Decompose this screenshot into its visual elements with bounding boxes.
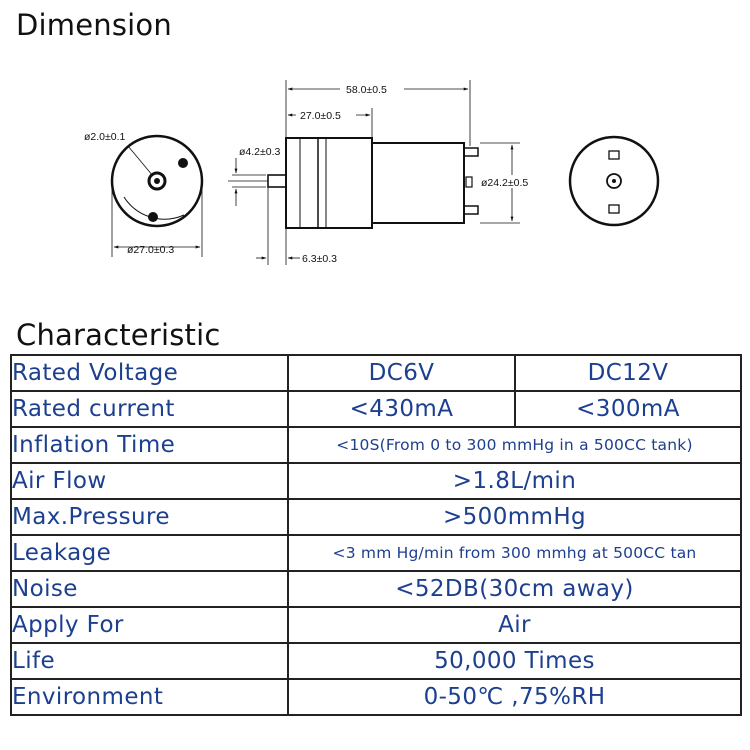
front-shaft-diameter-label: ø2.0±0.1 <box>84 131 126 143</box>
front-view: ø2.0±0.1 ø27.0±0.3 <box>84 131 204 257</box>
front-shaft-hole <box>154 178 160 184</box>
table-row: Rated Voltage DC6V DC12V <box>10 354 742 392</box>
row-label: Inflation Time <box>10 426 289 464</box>
terminal-bottom <box>463 205 479 215</box>
row-value: 50,000 Times <box>287 642 742 680</box>
rear-body-circle <box>568 135 660 227</box>
table-row: Environment 0-50℃ ,75%RH <box>10 678 742 716</box>
front-shaft-ring <box>147 171 167 191</box>
table-row: Inflation Time <10S(From 0 to 300 mmHg i… <box>10 426 742 464</box>
row-value: <52DB(30cm away) <box>287 570 742 608</box>
row-value: 0-50℃ ,75%RH <box>287 678 742 716</box>
side-gearbox <box>285 137 373 229</box>
row-value: >1.8L/min <box>287 462 742 500</box>
table-row: Rated current <430mA <300mA <box>10 390 742 428</box>
table-row: Air Flow >1.8L/min <box>10 462 742 500</box>
row-value: DC6V <box>287 354 516 392</box>
row-label: Leakage <box>10 534 289 572</box>
front-screw-top <box>178 158 188 168</box>
row-label: Rated Voltage <box>10 354 289 392</box>
side-shaft <box>267 174 287 188</box>
row-value: >500mmHg <box>287 498 742 536</box>
row-label: Air Flow <box>10 462 289 500</box>
characteristic-table: Rated Voltage DC6V DC12V Rated current <… <box>10 354 742 716</box>
row-value: <300mA <box>514 390 742 428</box>
row-label: Environment <box>10 678 289 716</box>
table-row: Life 50,000 Times <box>10 642 742 680</box>
rear-terminal-top <box>608 150 620 160</box>
row-label: Apply For <box>10 606 289 644</box>
table-row: Noise <52DB(30cm away) <box>10 570 742 608</box>
row-label: Max.Pressure <box>10 498 289 536</box>
row-value: <430mA <box>287 390 516 428</box>
side-motor <box>371 142 465 224</box>
row-label: Life <box>10 642 289 680</box>
shaft-length-label: 6.3±0.3 <box>302 253 337 265</box>
row-value: <10S(From 0 to 300 mmHg in a 500CC tank) <box>287 426 742 464</box>
row-value: <3 mm Hg/min from 300 mmhg at 500CC tan <box>287 534 742 572</box>
rear-terminal-bottom <box>608 204 620 214</box>
row-value: DC12V <box>514 354 742 392</box>
side-view: 58.0±0.5 27.0±0.5 ø4.2±0.3 ø24.2±0.5 6.3… <box>228 80 542 265</box>
total-length-label: 58.0±0.5 <box>346 84 387 96</box>
characteristic-heading: Characteristic <box>16 318 221 352</box>
gearbox-length-label: 27.0±0.5 <box>300 110 341 122</box>
motor-diameter-label: ø24.2±0.5 <box>481 177 528 189</box>
dimension-heading: Dimension <box>16 8 172 42</box>
row-value: Air <box>287 606 742 644</box>
row-label: Rated current <box>10 390 289 428</box>
table-row: Max.Pressure >500mmHg <box>10 498 742 536</box>
table-row: Apply For Air <box>10 606 742 644</box>
row-label: Noise <box>10 570 289 608</box>
rear-view <box>568 135 660 227</box>
terminal-top <box>463 147 479 157</box>
front-screw-bottom <box>148 212 158 222</box>
rear-center-ring <box>606 173 622 189</box>
table-row: Leakage <3 mm Hg/min from 300 mmhg at 50… <box>10 534 742 572</box>
dimension-drawing: ø2.0±0.1 ø27.0±0.3 58.0±0.5 27.0±0.5 <box>84 80 660 265</box>
front-body-diameter-label: ø27.0±0.3 <box>127 244 174 256</box>
shaft-diameter-label: ø4.2±0.3 <box>239 146 281 158</box>
